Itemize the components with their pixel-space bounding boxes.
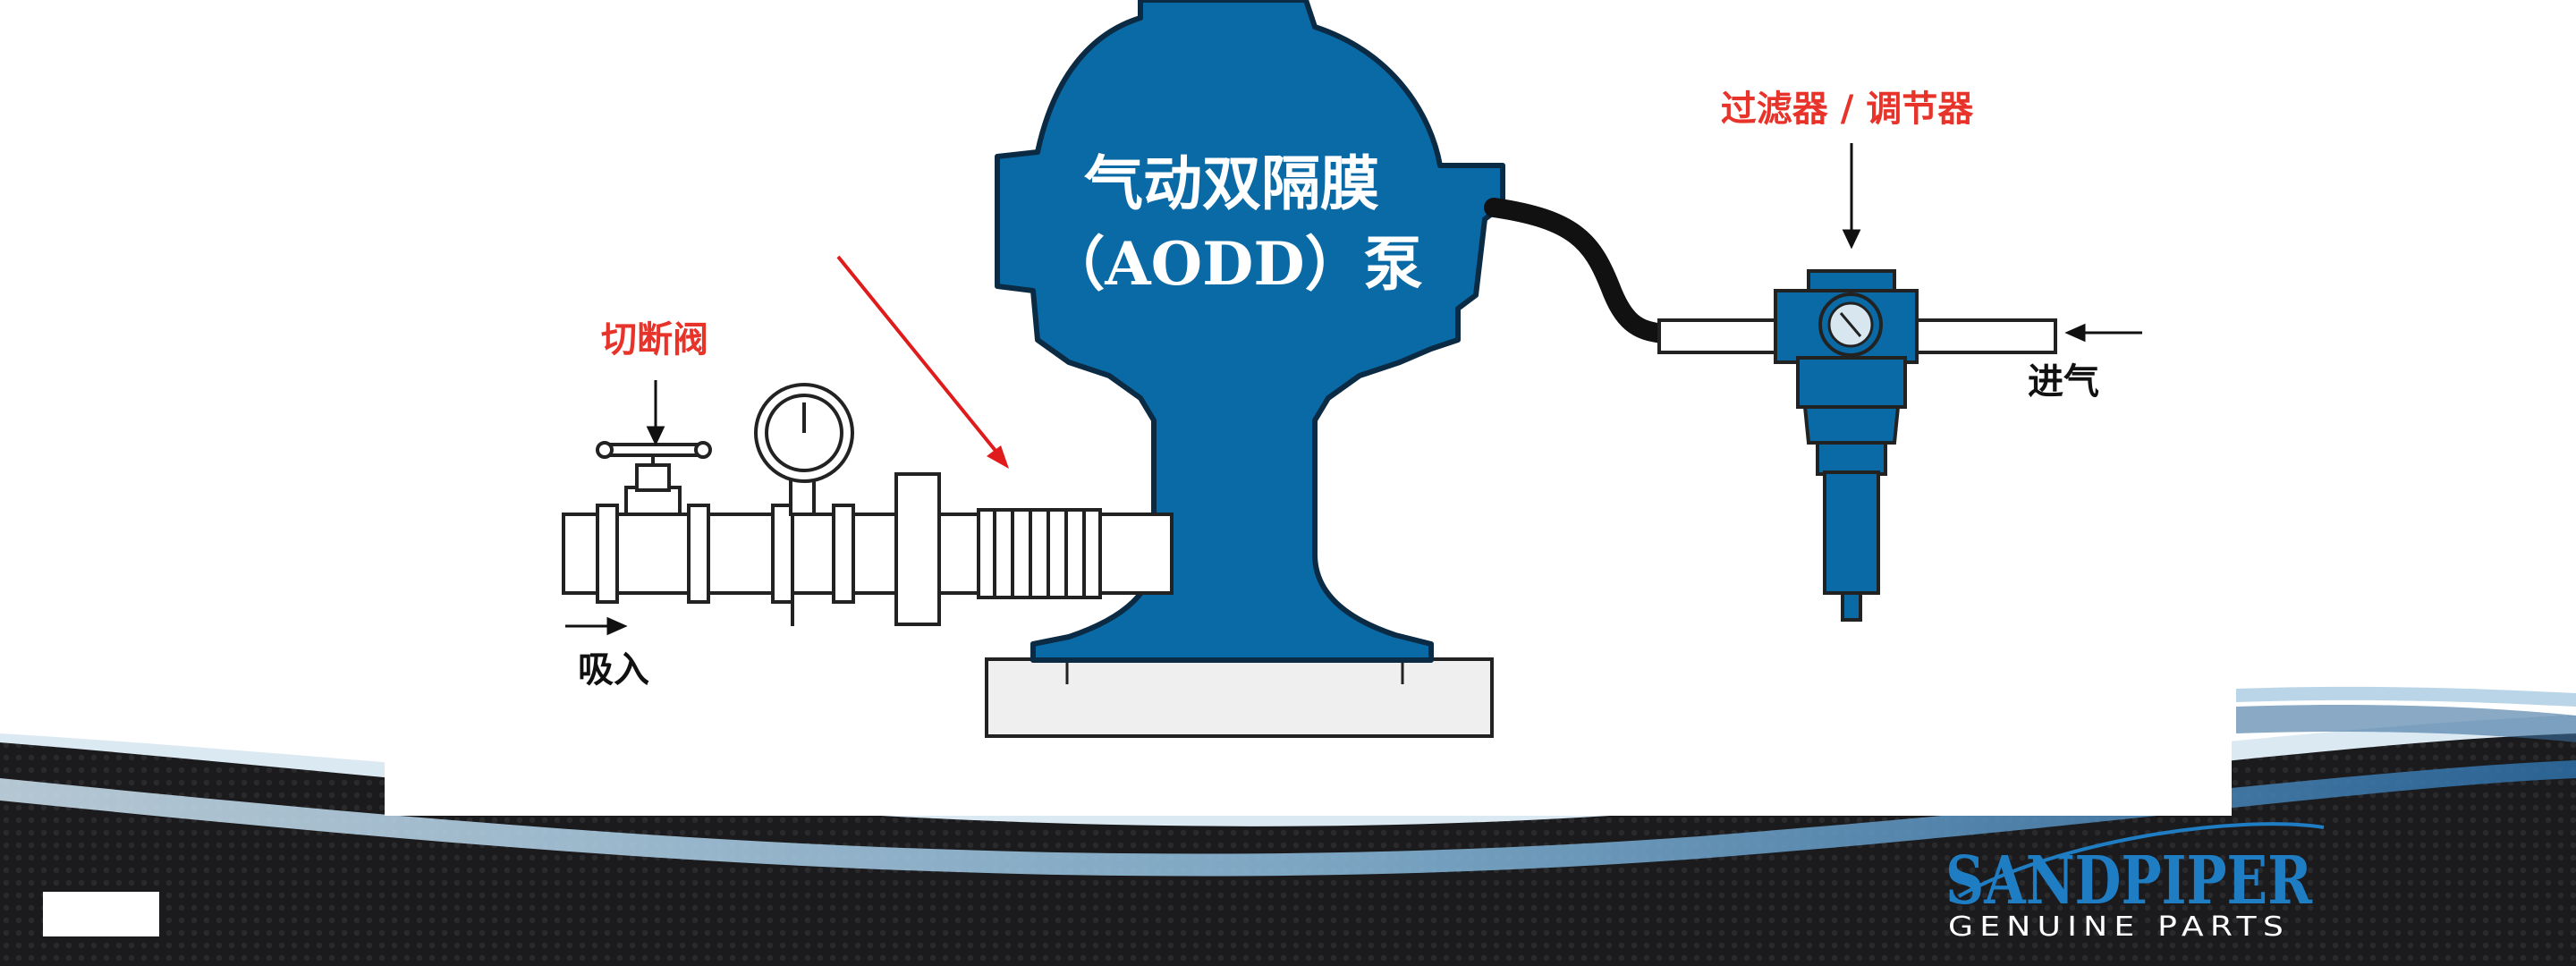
- air-hose: [1484, 198, 1674, 343]
- filter-regulator: [1657, 269, 2057, 622]
- slide-number-box: [43, 892, 159, 936]
- pressure-gauge: [754, 383, 854, 516]
- pump-base: [985, 657, 1494, 738]
- suction-label: 吸入: [578, 649, 649, 691]
- air-inlet-label: 进气: [2028, 361, 2099, 402]
- pointer-arrows: [565, 143, 2142, 636]
- red-annotation-arrow: [836, 255, 1009, 469]
- footer-wave-blue: [0, 760, 2576, 877]
- shutoff-valve-label: 切断阀: [601, 319, 708, 360]
- aodd-pump: 气动双隔膜 （AODD）泵: [995, 0, 1505, 663]
- pump-label-line1: 气动双隔膜: [1084, 148, 1379, 218]
- suction-piping: [562, 472, 1174, 626]
- logo-tagline: GENUINE PARTS: [1948, 911, 2290, 943]
- filter-regulator-label: 过滤器 / 调节器: [1721, 89, 1974, 130]
- logo-name: SANDPIPER: [1945, 843, 2312, 919]
- pump-label-line2: （AODD）泵: [1046, 229, 1422, 299]
- shutoff-valve: [596, 441, 712, 516]
- sandpiper-logo: SANDPIPER GENUINE PARTS: [1945, 822, 2325, 943]
